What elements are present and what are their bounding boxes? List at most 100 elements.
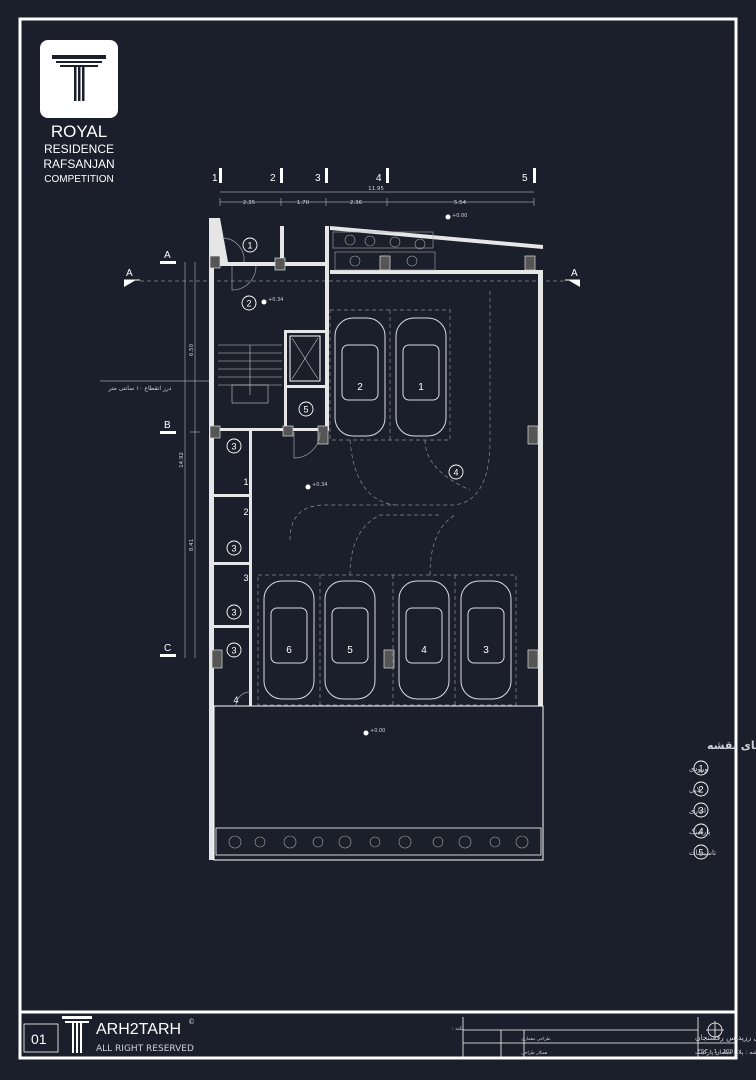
dimension-segment: 2.36 — [350, 200, 363, 206]
sheet-frame — [18, 17, 738, 1060]
section-marker-c: C — [164, 643, 171, 654]
logo-line-2: RESIDENCE — [44, 142, 114, 156]
title-block: SC - 1 : 100 عنوان پروژه : رویال رزیدنس … — [23, 1016, 756, 1058]
legend-number: 5 — [698, 848, 703, 858]
yard — [213, 705, 544, 861]
dimension-total: 14.92 — [179, 452, 185, 468]
level-parking: +0.34 — [312, 482, 327, 488]
rights-notice: ALL RIGHT RESERVED — [96, 1044, 194, 1054]
parking-bays — [257, 309, 517, 706]
room-tag-circles — [226, 237, 464, 658]
level-marker-icon — [261, 299, 267, 305]
dimension-segment: 6.50 — [189, 343, 195, 356]
axis-label: 5 — [522, 173, 528, 184]
wall — [209, 218, 214, 860]
section-marker-b: B — [164, 420, 171, 431]
axis-marker — [533, 168, 536, 183]
level-marker-icon — [305, 484, 311, 490]
storage-door-number: 2 — [243, 507, 248, 517]
car-5: 5 — [324, 580, 376, 700]
section-cut-right: A — [571, 268, 578, 279]
car-1: 1 — [395, 317, 447, 437]
legend-label: انباری — [689, 807, 706, 815]
assistant-label: همکار طراحی — [521, 1050, 548, 1056]
car-2: 2 — [334, 317, 386, 437]
room-tag-parking: 4 — [453, 468, 458, 478]
parking-space-number: 4 — [421, 645, 427, 656]
level-entry: +0.00 — [452, 213, 467, 219]
legend-label: ورودی — [689, 765, 708, 773]
drawing-scale: SC - 1 : 100 — [701, 1049, 734, 1055]
room-tag-utility: 5 — [303, 405, 308, 415]
structural-columns — [209, 255, 539, 669]
axis-label: 2 — [270, 173, 276, 184]
parking-space-number: 2 — [357, 382, 363, 393]
elevator-shaft — [289, 335, 321, 382]
logo-line-4: COMPETITION — [44, 174, 113, 185]
note-label: نکته : — [452, 1026, 464, 1032]
room-tags: 1 2 5 4 3 3 3 3 1 2 3 4 — [231, 241, 458, 706]
planter-strip — [215, 827, 542, 856]
axis-label: 1 — [212, 173, 218, 184]
parking-space-number: 3 — [483, 645, 489, 656]
axis-label: 4 — [376, 173, 382, 184]
room-tag-storage: 3 — [231, 646, 236, 656]
parking-floor-plan — [209, 218, 544, 861]
level-lobby: +0.34 — [268, 297, 283, 303]
door-swings — [221, 237, 321, 707]
axis-marker — [386, 168, 389, 183]
room-tag-storage: 3 — [231, 544, 236, 554]
section-arrow-icon — [124, 280, 136, 287]
car-4: 4 — [398, 580, 450, 700]
legend-label: پارکینگ — [689, 827, 710, 836]
room-tag-storage: 3 — [231, 608, 236, 618]
sheet-number-box — [23, 1023, 59, 1053]
dimension-segment: 8.41 — [189, 539, 195, 551]
level-marker-icon — [363, 730, 369, 736]
legend-number: 2 — [698, 785, 703, 795]
legend-label: تاسیسات — [689, 849, 716, 857]
brand-name: ARH2TARH — [96, 1021, 181, 1038]
axis-marker — [219, 168, 222, 183]
level-yard: +0.00 — [370, 728, 385, 734]
storage-door-number: 3 — [243, 573, 248, 583]
legend-number: 1 — [698, 764, 703, 774]
dimension-segment: 5.54 — [454, 200, 467, 206]
dimension-segment: 2.35 — [243, 200, 256, 206]
car-3: 3 — [460, 580, 512, 700]
section-marker-a: A — [164, 250, 171, 261]
arh2tarh-logo — [62, 1016, 92, 1053]
parking-space-number: 5 — [347, 645, 353, 656]
level-marker-icon — [445, 214, 451, 220]
storage-door-number: 4 — [233, 695, 238, 705]
expansion-joint-note: درز انقطاع ۱۰ سانتی متر — [108, 385, 172, 392]
left-dimensions: 14.92 6.50 8.41 A B C A A درز انقطاع ۱۰ … — [100, 250, 580, 658]
parking-space-number: 1 — [418, 382, 424, 393]
car-6: 6 — [263, 580, 315, 700]
axis-marker — [280, 168, 283, 183]
room-tag-lobby: 2 — [246, 299, 251, 309]
section-arrow-icon — [568, 280, 580, 287]
room-tag-entry: 1 — [247, 241, 252, 251]
map-legend: راهنمای نقشه 1 2 3 4 5 ورودی لابی انباری… — [689, 739, 756, 860]
driving-paths — [289, 290, 491, 576]
level-markers: +0.00 +0.34 +0.34 +0.00 — [261, 213, 467, 736]
parked-cars: 1 2 3 4 5 6 — [263, 317, 512, 700]
legend-label: لابی — [689, 786, 701, 794]
dimension-segment: 1.70 — [297, 200, 310, 206]
royal-logo: ROYAL RESIDENCE RAFSANJAN COMPETITION — [40, 40, 118, 185]
storage-door-number: 1 — [243, 477, 248, 487]
sheet-number: 01 — [31, 1031, 47, 1047]
room-tag-storage: 3 — [231, 442, 236, 452]
architect-label: طراحی معماری — [521, 1037, 551, 1042]
axis-label: 3 — [315, 173, 321, 184]
drawing-title: عنوان نقشه : پلان مبلمان پارکینگ — [695, 1048, 756, 1056]
legend-number: 4 — [698, 827, 703, 837]
staircase — [218, 344, 282, 404]
top-dimensions: 1 2 3 4 5 11.95 2.35 1.70 2.36 5.54 — [212, 168, 536, 206]
project-title: عنوان پروژه : رویال رزیدنس رفسنجان — [695, 1033, 756, 1042]
legend-number: 3 — [698, 806, 703, 816]
logo-line-3: RAFSANJAN — [43, 157, 114, 171]
parking-space-number: 6 — [286, 645, 292, 656]
